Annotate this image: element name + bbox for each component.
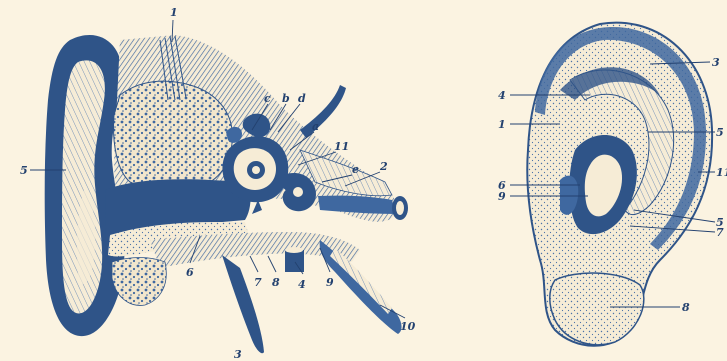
label-left-1: 1 — [170, 6, 178, 19]
label-right-7: 7 — [716, 226, 724, 239]
label-left-d: d — [298, 92, 306, 105]
label-right-11: 11 — [716, 166, 727, 179]
label-right-4: 4 — [498, 89, 506, 102]
label-right-5: 5 — [716, 126, 724, 139]
styloid-process — [222, 255, 264, 353]
label-left-10: 10 — [400, 320, 416, 333]
label-left-6: 6 — [186, 266, 194, 279]
label-right-3: 3 — [712, 56, 720, 69]
label-left-e: e — [352, 163, 359, 176]
label-right-9: 9 — [498, 190, 506, 203]
label-right-8: 8 — [682, 301, 690, 314]
label-left-5: 5 — [20, 164, 28, 177]
label-left-9: 9 — [326, 276, 334, 289]
label-left-b: b — [282, 92, 290, 105]
ear-cross-section — [45, 35, 408, 353]
tensor-muscle — [300, 85, 346, 138]
label-left-3: 3 — [234, 348, 242, 361]
label-left-a: a — [312, 120, 319, 133]
label-left-8: 8 — [272, 276, 280, 289]
label-left-2: 2 — [379, 160, 388, 173]
external-ear — [527, 23, 712, 346]
label-left-4: 4 — [298, 278, 306, 291]
carotid-canal — [285, 250, 304, 272]
lower-bone-left — [112, 258, 166, 306]
mastoid-spongy-bone — [114, 81, 233, 191]
label-left-c: c — [264, 92, 271, 105]
label-left-11: 11 — [334, 140, 349, 153]
label-right-1: 1 — [498, 118, 506, 131]
label-left-7: 7 — [254, 276, 262, 289]
